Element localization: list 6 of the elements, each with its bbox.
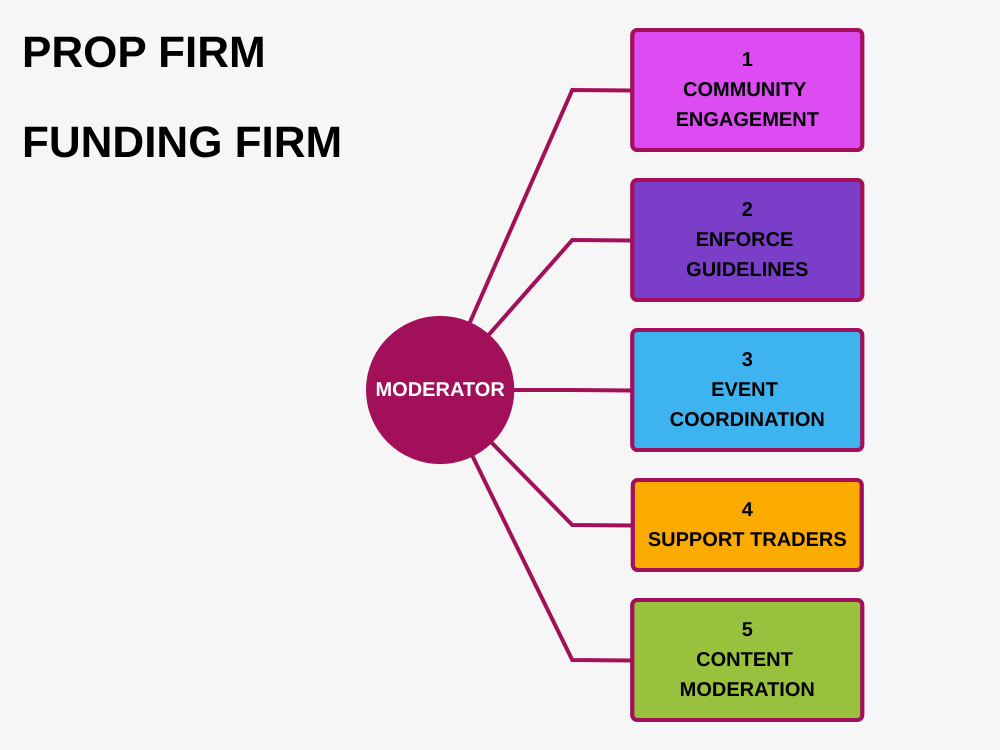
connector (470, 454, 633, 662)
heading-text: FUNDING FIRM (22, 118, 342, 168)
connector (467, 88, 633, 325)
connector (512, 388, 633, 392)
node-circle: MODERATOR (366, 316, 514, 464)
heading-text: PROP FIRM (22, 28, 266, 78)
